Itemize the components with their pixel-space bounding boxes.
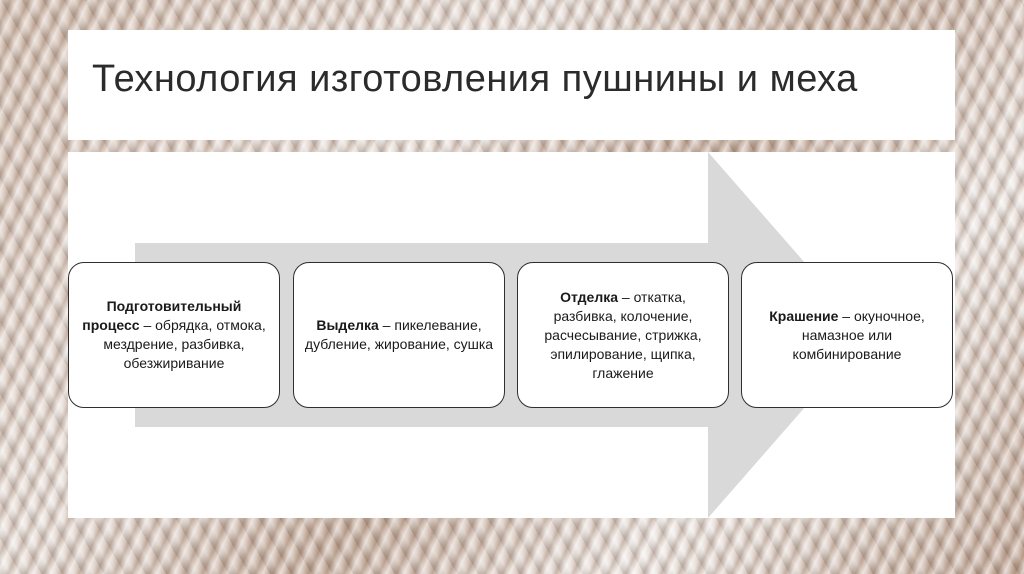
step-text: Отделка – откатка, разбивка, колочение, … <box>528 288 718 383</box>
step-box-finishing: Отделка – откатка, разбивка, колочение, … <box>517 262 729 408</box>
slide-title: Технология изготовления пушнины и меха <box>92 58 858 101</box>
step-term: Крашение <box>769 308 838 324</box>
step-text: Подготовительный процесс – обрядка, отмо… <box>79 297 269 373</box>
step-term: Отделка <box>560 289 618 305</box>
step-box-dyeing: Крашение – окуночное, намазное или комби… <box>741 262 953 408</box>
step-box-preparation: Подготовительный процесс – обрядка, отмо… <box>68 262 280 408</box>
step-text: Крашение – окуночное, намазное или комби… <box>752 307 942 364</box>
step-box-dressing: Выделка – пикелевание, дубление, жирован… <box>293 262 505 408</box>
step-text: Выделка – пикелевание, дубление, жирован… <box>304 316 494 354</box>
step-term: Выделка <box>316 317 378 333</box>
